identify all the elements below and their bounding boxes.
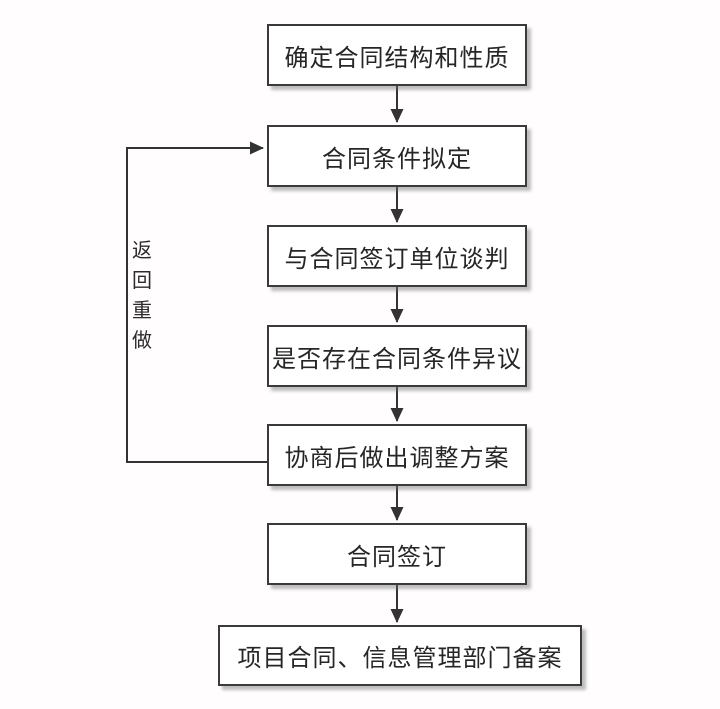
node-label: 协商后做出调整方案 xyxy=(284,445,510,472)
node-label: 是否存在合同条件异议 xyxy=(272,346,522,373)
node-label: 合同签订 xyxy=(347,544,447,571)
node-condition-objection-check: 是否存在合同条件异议 xyxy=(267,325,527,387)
node-determine-contract-structure: 确定合同结构和性质 xyxy=(267,24,527,86)
node-label: 项目合同、信息管理部门备案 xyxy=(237,646,563,672)
node-draft-contract-conditions: 合同条件拟定 xyxy=(267,125,527,187)
node-contract-signing: 合同签订 xyxy=(267,523,527,585)
node-label: 确定合同结构和性质 xyxy=(284,45,510,72)
node-label: 与合同签订单位谈判 xyxy=(284,246,510,273)
edge-n5-n2-feedback-loop xyxy=(126,141,267,463)
node-department-filing: 项目合同、信息管理部门备案 xyxy=(218,625,582,686)
feedback-loop-label: 返回重做 xyxy=(132,240,152,352)
node-label: 合同条件拟定 xyxy=(322,146,472,173)
node-adjustment-plan-after-negotiation: 协商后做出调整方案 xyxy=(267,424,527,486)
node-negotiate-with-signing-unit: 与合同签订单位谈判 xyxy=(267,225,527,287)
